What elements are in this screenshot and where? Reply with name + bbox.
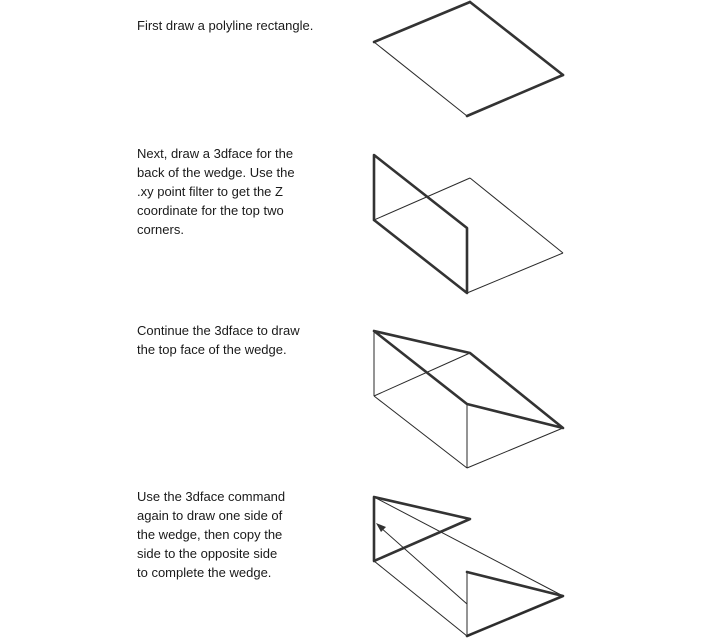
base-right-edge <box>469 177 564 254</box>
step-1-instruction: First draw a polyline rectangle. <box>137 18 314 33</box>
top-3dface <box>372 329 565 430</box>
base-front-edge <box>466 252 564 294</box>
right-side-3dface-copy <box>465 570 565 638</box>
rectangle-back-edge <box>372 0 472 44</box>
step-1-drawing <box>372 0 565 118</box>
back-3dface <box>372 153 469 295</box>
top-slope-edge <box>373 496 564 597</box>
step-2-instruction: Next, draw a 3dface for the back of the … <box>137 146 295 237</box>
step-4-drawing <box>372 495 565 638</box>
copy-arrow-shaft <box>379 526 468 605</box>
step-3-drawing <box>372 329 565 469</box>
rectangle-left-edge <box>373 41 468 117</box>
step-3-instruction: Continue the 3dface to draw the top face… <box>137 323 300 357</box>
base-front-edge <box>466 595 564 637</box>
base-left-edge <box>373 560 468 637</box>
left-side-3dface <box>372 495 472 563</box>
step-2-drawing <box>372 153 564 295</box>
copy-arrow-icon <box>376 523 386 532</box>
base-left-edge <box>373 395 468 469</box>
step-4-instruction: Use the 3dface command again to draw one… <box>137 489 286 580</box>
base-back-edge <box>373 352 471 397</box>
base-back-edge <box>373 177 471 221</box>
rectangle-right-edge <box>468 0 565 77</box>
base-front-edge <box>466 427 564 469</box>
rectangle-front-edge <box>465 73 565 118</box>
